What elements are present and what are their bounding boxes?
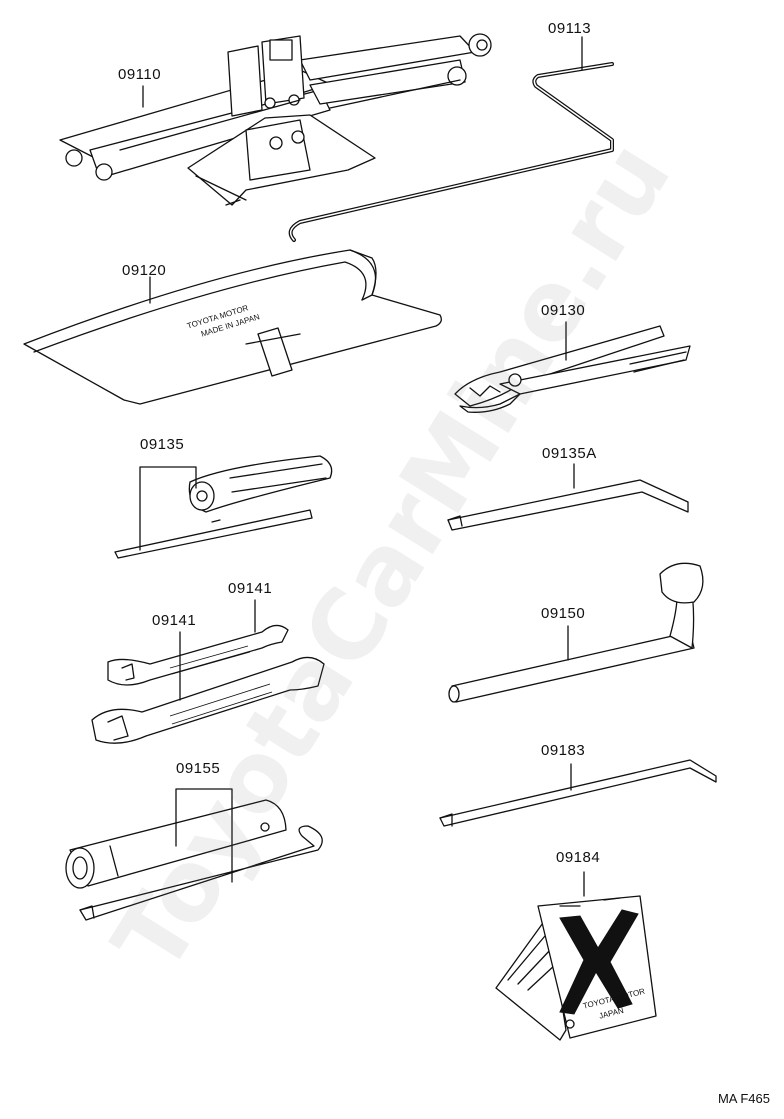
leader-09135 [139, 466, 197, 551]
leader-09155 [175, 788, 233, 883]
callout-wheel-chock: 09184 [556, 849, 601, 866]
callout-plug-wrench: 09155 [176, 760, 221, 777]
jack-handle-illustration [288, 62, 614, 242]
screwdriver-illustration [114, 455, 333, 559]
callout-jack: 09110 [118, 66, 162, 83]
callout-jack-handle: 09113 [548, 20, 592, 37]
callout-hub-nut-bar: 09183 [541, 742, 586, 759]
wheel-chock-illustration [495, 895, 657, 1041]
callout-wrench-small: 09141 [228, 580, 273, 597]
screwdriver-bent-illustration [447, 479, 689, 531]
wheel-nut-wrench-illustration [448, 562, 704, 703]
pliers-illustration [454, 325, 691, 413]
scissor-jack-illustration [59, 33, 492, 206]
callout-pliers: 09130 [541, 302, 586, 319]
wrench-small-illustration [107, 624, 289, 686]
callout-wheel-nut-wrench: 09150 [541, 605, 586, 622]
callout-screwdriver-bent: 09135A [542, 445, 597, 462]
plug-wrench-bar-illustration [79, 825, 323, 921]
hub-nut-bar-illustration [439, 759, 717, 827]
document-code: MA F465 [717, 1091, 770, 1106]
callout-screwdriver: 09135 [140, 436, 185, 453]
callout-wrench-large: 09141 [152, 612, 197, 629]
wrench-large-illustration [91, 656, 325, 744]
tool-bag-illustration [23, 249, 442, 405]
callout-tool-bag: 09120 [122, 262, 167, 279]
